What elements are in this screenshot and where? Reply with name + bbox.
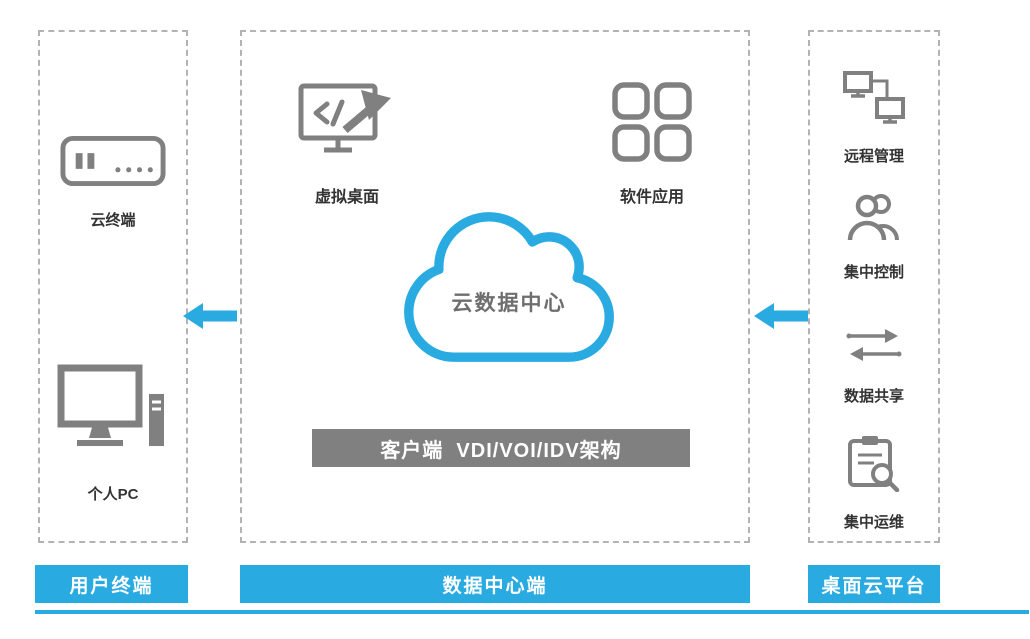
desktop-pc-icon xyxy=(57,364,164,446)
arrow-center-to-left xyxy=(183,303,237,329)
central-control-label: 集中控制 xyxy=(843,264,904,281)
remote-management-icon xyxy=(843,71,905,124)
data-sharing-icon xyxy=(846,329,902,361)
data-center-panel: 虚拟桌面 软件应用 云数据中心 客户端 VDI/VOI/IDV架构 xyxy=(240,30,750,543)
central-control-item: 集中控制 xyxy=(810,192,938,282)
central-ops-icon xyxy=(848,436,900,493)
cloud-data-center-label: 云数据中心 xyxy=(451,292,567,315)
central-control-icon xyxy=(847,194,899,241)
software-apps-icon xyxy=(612,82,692,162)
data-sharing-item: 数据共享 xyxy=(810,324,938,406)
central-ops-label: 集中运维 xyxy=(843,514,904,531)
cloud-terminal-item: 云终端 xyxy=(40,132,186,230)
cloud-platform-panel: 远程管理 集中控制 数据共享 xyxy=(808,30,940,543)
user-terminal-panel: 云终端 个人PC xyxy=(38,30,188,543)
cloud-data-center: 云数据中心 xyxy=(400,198,618,376)
virtual-desktop-item: 虚拟桌面 xyxy=(282,82,412,207)
remote-management-label: 远程管理 xyxy=(843,148,904,165)
footer-user-terminal: 用户终端 xyxy=(35,565,188,603)
cloud-icon xyxy=(404,212,614,362)
cloud-terminal-label: 云终端 xyxy=(90,212,136,229)
arrow-right-to-center xyxy=(754,303,808,329)
software-apps-label: 软件应用 xyxy=(619,189,684,206)
data-sharing-label: 数据共享 xyxy=(843,388,904,405)
virtual-desktop-icon xyxy=(298,83,391,153)
remote-management-item: 远程管理 xyxy=(810,70,938,166)
footer-cloud-platform: 桌面云平台 xyxy=(808,565,940,603)
virtual-desktop-label: 虚拟桌面 xyxy=(314,189,379,206)
software-apps-item: 软件应用 xyxy=(587,82,717,207)
bottom-accent-line xyxy=(35,610,1029,614)
footer-data-center: 数据中心端 xyxy=(240,565,750,603)
personal-pc-item: 个人PC xyxy=(40,364,186,504)
central-ops-item: 集中运维 xyxy=(810,434,938,532)
thin-client-icon xyxy=(60,135,166,187)
personal-pc-label: 个人PC xyxy=(87,486,139,503)
architecture-banner: 客户端 VDI/VOI/IDV架构 xyxy=(312,429,690,467)
